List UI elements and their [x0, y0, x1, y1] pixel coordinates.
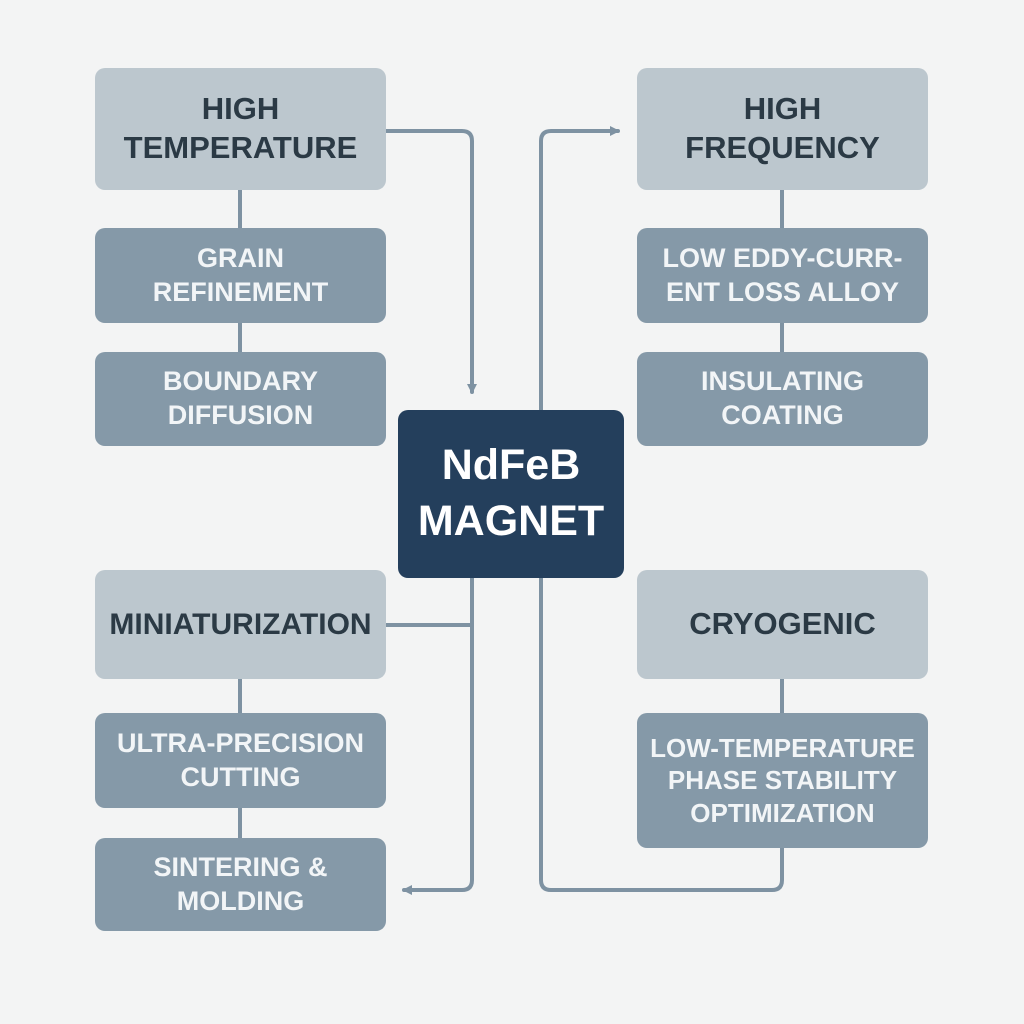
- low-eddy-current-label: LOW EDDY-CURR- ENT LOSS ALLOY: [662, 242, 903, 307]
- boundary-diffusion-box: BOUNDARY DIFFUSION: [95, 352, 386, 446]
- miniaturization-label: MINIATURIZATION: [109, 607, 372, 641]
- grain-refinement-box: GRAIN REFINEMENT: [95, 228, 386, 323]
- ndfeb-magnet-label: NdFeB MAGNET: [417, 441, 605, 545]
- link-center-to-cryogenic: [539, 576, 784, 892]
- phase-stability-box: LOW-TEMPERATURE PHASE STABILITY OPTIMIZA…: [637, 713, 928, 848]
- ultra-precision-cutting-box: ULTRA-PRECISION CUTTING: [95, 713, 386, 808]
- arrow-center-to-high-frequency: [539, 126, 620, 412]
- arrow-high-temperature-to-center: [384, 129, 477, 394]
- ultra-precision-cutting-label: ULTRA-PRECISION CUTTING: [117, 727, 364, 792]
- sintering-molding-label: SINTERING & MOLDING: [153, 851, 328, 916]
- low-eddy-current-box: LOW EDDY-CURR- ENT LOSS ALLOY: [637, 228, 928, 323]
- cryogenic-label: CRYOGENIC: [689, 606, 876, 642]
- high-frequency-box: HIGH FREQUENCY: [637, 68, 928, 190]
- arrow-center-to-sintering: [402, 576, 474, 895]
- cryogenic-box: CRYOGENIC: [637, 570, 928, 679]
- insulating-coating-box: INSULATING COATING: [637, 352, 928, 446]
- grain-refinement-label: GRAIN REFINEMENT: [152, 242, 329, 307]
- high-temperature-label: HIGH TEMPERATURE: [123, 91, 358, 165]
- high-frequency-label: HIGH FREQUENCY: [685, 91, 880, 165]
- sintering-molding-box: SINTERING & MOLDING: [95, 838, 386, 931]
- high-temperature-box: HIGH TEMPERATURE: [95, 68, 386, 190]
- miniaturization-box: MINIATURIZATION: [95, 570, 386, 679]
- phase-stability-label: LOW-TEMPERATURE PHASE STABILITY OPTIMIZA…: [650, 732, 915, 828]
- insulating-coating-label: INSULATING COATING: [701, 366, 864, 430]
- boundary-diffusion-label: BOUNDARY DIFFUSION: [163, 366, 318, 430]
- ndfeb-magnet-box: NdFeB MAGNET: [398, 410, 624, 578]
